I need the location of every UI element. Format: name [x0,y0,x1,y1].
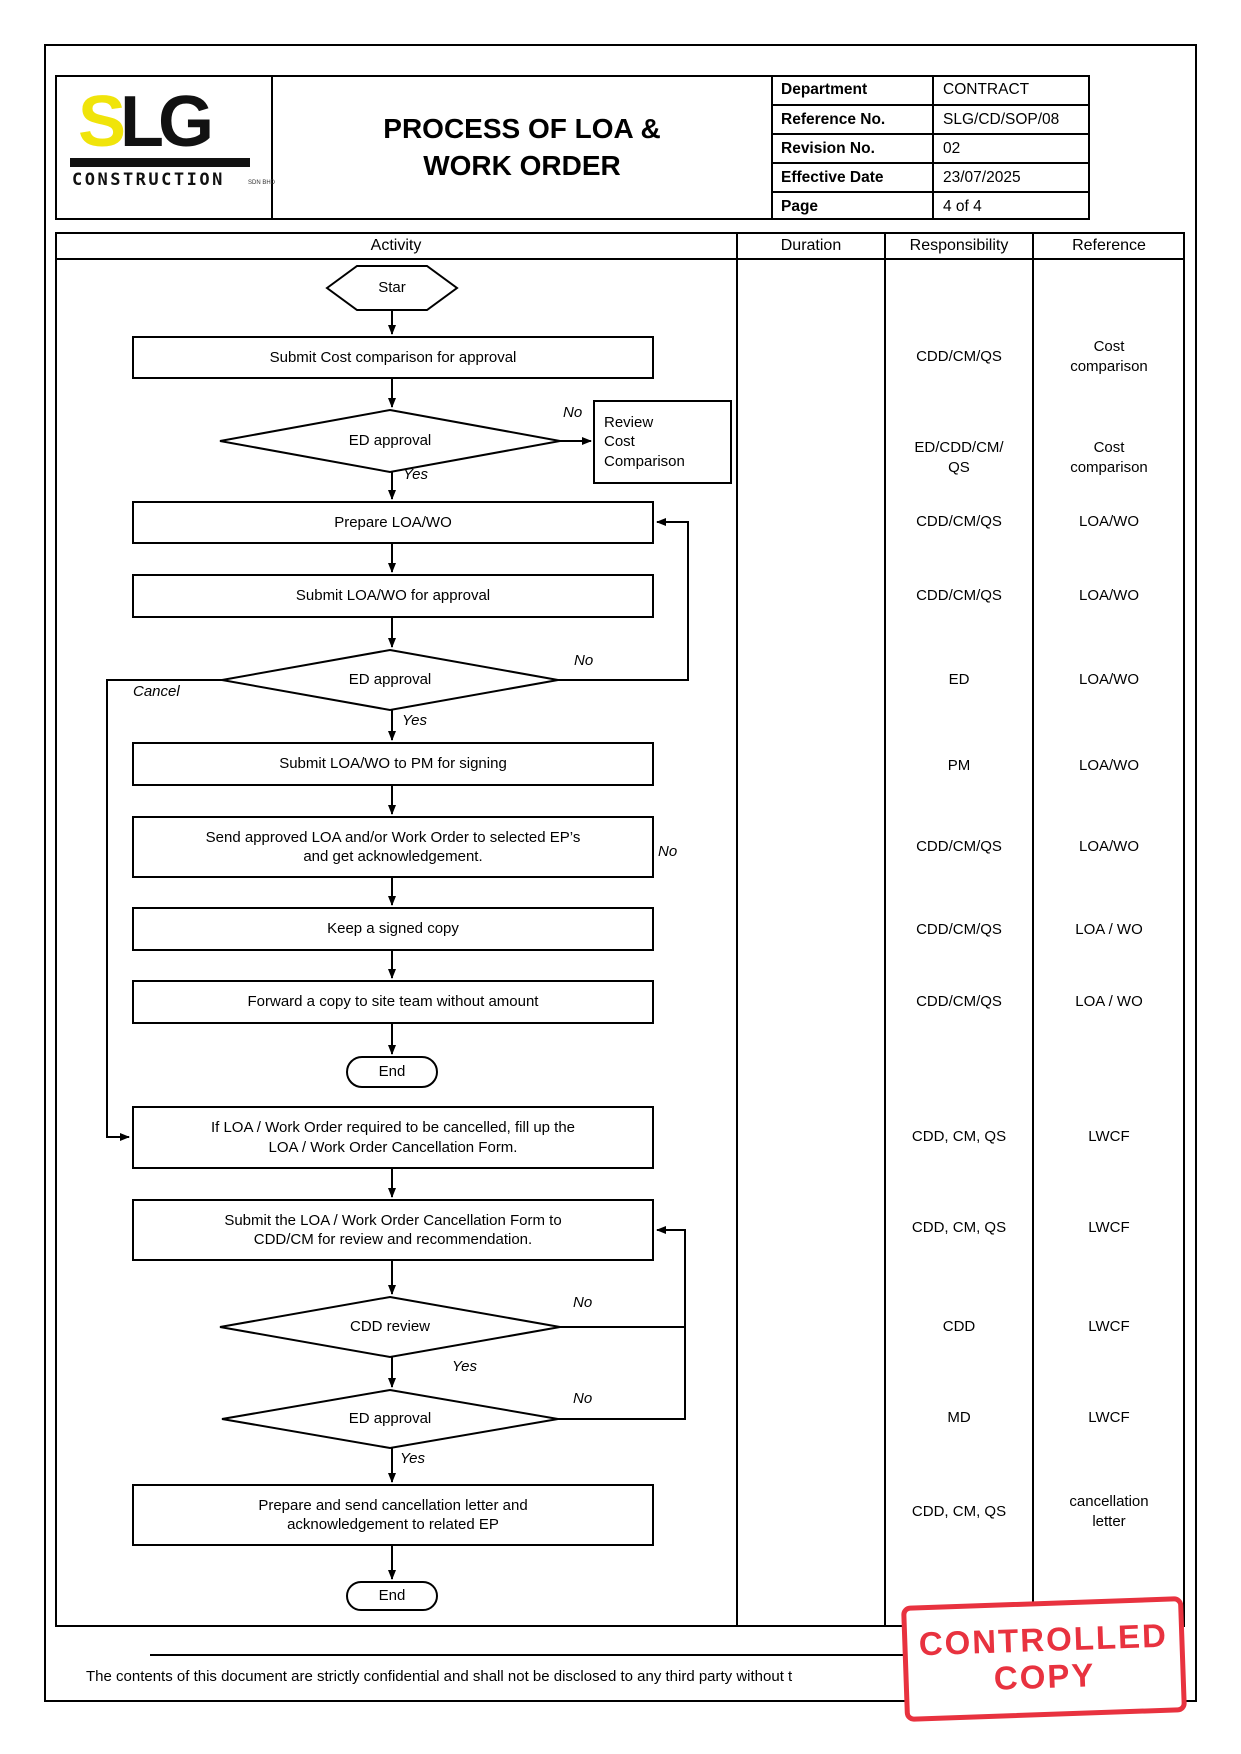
info-label-page: Page [781,197,819,215]
header-band [55,75,1090,220]
footer-separator [150,1654,1165,1656]
col-divider-responsibility-reference [1032,232,1034,1627]
col-divider-activity-duration [736,232,738,1627]
flow-submit-pm-label: Submit LOA/WO to PM for signing [279,755,507,773]
edge-label-no-3: No [658,843,678,860]
footer-confidentiality-text: The contents of this document are strict… [86,1668,793,1685]
edge-label-yes-1: Yes [403,466,429,483]
page-border [44,44,1197,1702]
responsibility-cell: PM [947,756,971,774]
flow-review-cost-label: Review Cost Comparison [604,413,685,470]
info-label-department: Department [781,80,868,98]
col-divider-duration-responsibility [884,232,886,1627]
flow-submit-loa-label: Submit LOA/WO for approval [295,587,491,605]
info-label-revision-no: Revision No. [781,139,875,157]
flowchart-table-border [55,232,1185,1627]
slg-logo: SLG [78,86,214,158]
responsibility-cell: CDD, CM, QS [911,1218,1007,1236]
edge-label-no-4: No [573,1294,593,1311]
reference-cell: Cost comparison [1070,438,1148,476]
reference-cell: LOA/WO [1078,512,1139,530]
edge-label-yes-3: Yes [452,1358,478,1375]
flow-keep-copy-label: Keep a signed copy [327,920,459,938]
info-label-reference-no: Reference No. [781,110,886,128]
logo-construction-text: CONSTRUCTION [72,170,225,190]
reference-cell: LOA/WO [1078,756,1139,774]
logo-bar [70,158,250,167]
responsibility-cell: CDD/CM/QS [916,920,1002,938]
stamp-line-1: CONTROLLED [918,1616,1169,1663]
responsibility-cell: CDD/CM/QS [916,837,1002,855]
info-row-line-2 [771,133,1090,135]
responsibility-cell: CDD, CM, QS [911,1127,1007,1145]
reference-cell: LOA/WO [1078,586,1139,604]
info-value-department: CONTRACT [943,80,1030,98]
edge-label-cancel: Cancel [133,683,180,700]
responsibility-cell: ED [948,670,970,688]
edge-label-yes-4: Yes [400,1450,426,1467]
reference-cell: LWCF [1088,1408,1130,1426]
responsibility-cell: CDD/CM/QS [916,586,1002,604]
flow-end-2-label: End [378,1587,406,1605]
responsibility-cell: CDD, CM, QS [911,1502,1007,1520]
info-value-revision-no: 02 [943,139,961,157]
info-row-line-3 [771,162,1090,164]
flow-submit-cost-label: Submit Cost comparison for approval [269,348,517,366]
reference-cell: LOA / WO [1075,920,1143,938]
reference-cell: LOA / WO [1075,992,1143,1010]
page-title: PROCESS OF LOA & WORK ORDER [383,113,661,181]
flow-prepare-loa-label: Prepare LOA/WO [334,513,452,531]
info-label-effective-date: Effective Date [781,168,884,186]
reference-cell: LWCF [1088,1317,1130,1335]
column-header-responsibility: Responsibility [909,237,1009,254]
edge-label-yes-2: Yes [402,712,428,729]
info-row-line-1 [771,104,1090,106]
responsibility-cell: ED/CDD/CM/ QS [914,438,1004,476]
responsibility-cell: CDD [942,1317,976,1335]
edge-label-no-5: No [573,1390,593,1407]
reference-cell: cancellation letter [1069,1492,1149,1530]
info-value-reference-no: SLG/CD/SOP/08 [943,110,1060,128]
column-header-reference: Reference [1072,237,1146,254]
info-table-left-border [771,75,773,220]
info-value-effective-date: 23/07/2025 [943,168,1021,186]
flow-send-approved-label: Send approved LOA and/or Work Order to s… [205,828,581,866]
info-row-line-4 [771,191,1090,193]
info-table-col-divider [932,75,934,220]
flow-start-label: Star [378,279,406,297]
logo-suffix-text: SDN BHD [248,180,276,186]
table-header-underline [55,258,1185,260]
reference-cell: LWCF [1088,1127,1130,1145]
flow-ed-approval-1-label: ED approval [348,432,432,450]
reference-cell: LOA/WO [1078,837,1139,855]
flow-forward-copy-label: Forward a copy to site team without amou… [247,993,539,1011]
responsibility-cell: CDD/CM/QS [916,512,1002,530]
stamp-line-2: COPY [993,1656,1096,1697]
flow-ed-approval-2-label: ED approval [348,671,432,689]
logo-letter-s: S [78,82,126,162]
responsibility-cell: CDD/CM/QS [916,347,1002,365]
responsibility-cell: CDD/CM/QS [916,992,1002,1010]
flow-prepare-letter-label: Prepare and send cancellation letter and… [258,1496,528,1534]
flow-fill-cancellation-label: If LOA / Work Order required to be cance… [210,1119,576,1156]
reference-cell: LWCF [1088,1218,1130,1236]
reference-cell: LOA/WO [1078,670,1139,688]
flow-submit-cancellation-label: Submit the LOA / Work Order Cancellation… [224,1211,562,1249]
logo-letters-lg: LG [120,82,214,162]
edge-label-no-2: No [574,652,594,669]
flow-end-1-label: End [378,1063,406,1081]
responsibility-cell: MD [947,1408,971,1426]
reference-cell: Cost comparison [1070,337,1148,375]
column-header-duration: Duration [780,237,842,254]
edge-label-no-1: No [563,404,583,421]
flow-ed-approval-3-label: ED approval [348,1410,432,1428]
column-header-activity: Activity [370,237,422,254]
flow-cdd-review-label: CDD review [349,1318,430,1336]
logo-cell-divider [271,75,273,220]
info-value-page: 4 of 4 [943,197,982,215]
controlled-copy-stamp: CONTROLLED COPY [901,1596,1187,1722]
